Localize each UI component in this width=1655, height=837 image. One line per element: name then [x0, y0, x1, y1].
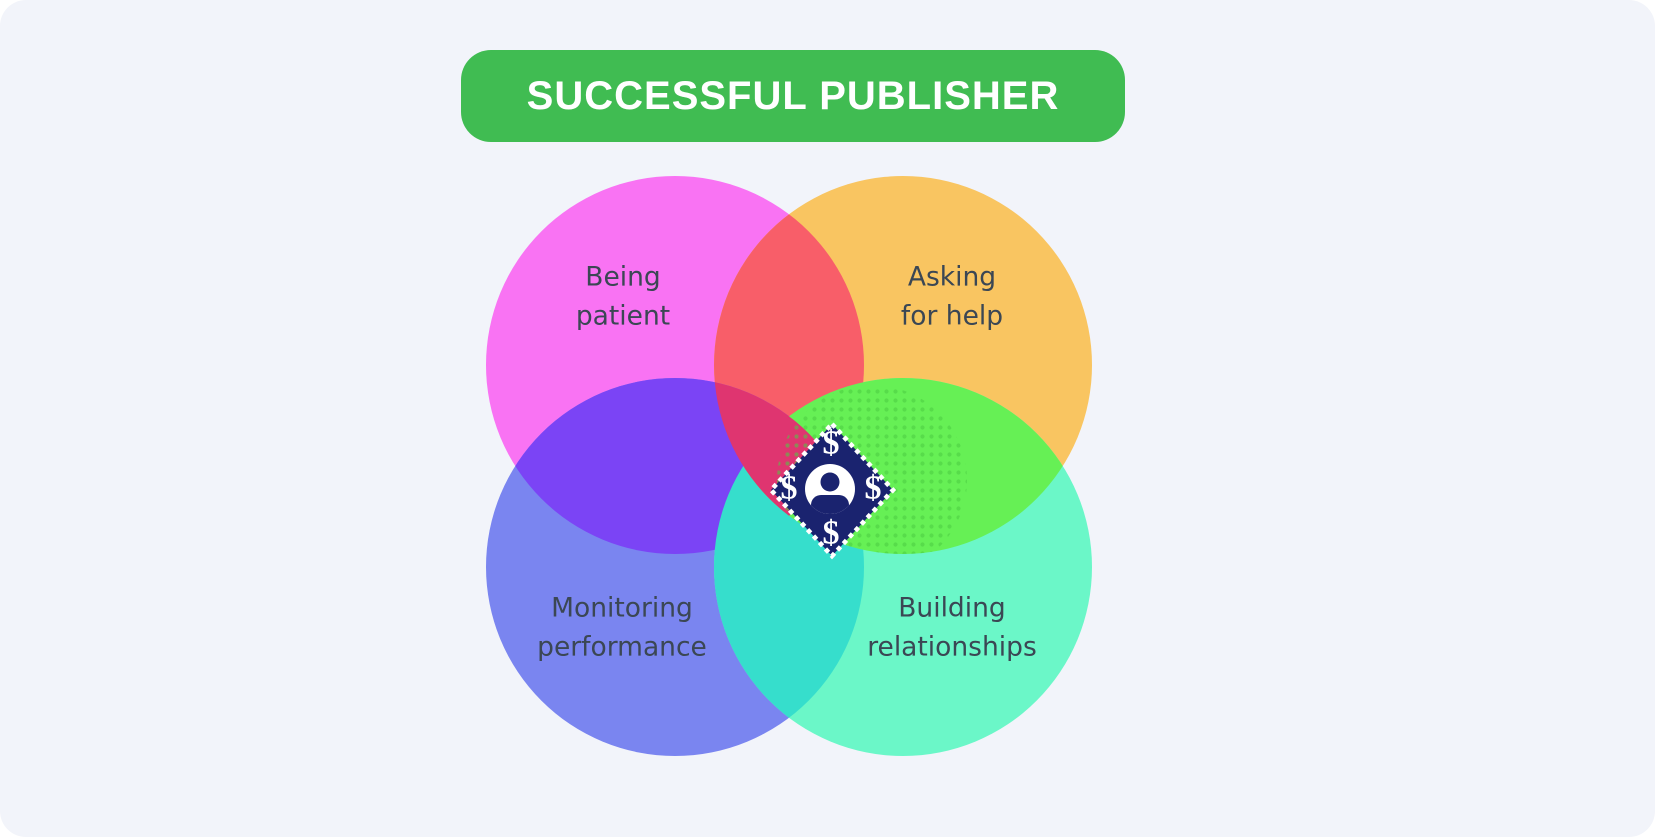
title-banner: SUCCESSFUL PUBLISHER	[461, 50, 1125, 142]
label-being-patient-line2: patient	[576, 301, 670, 332]
page-title: SUCCESSFUL PUBLISHER	[526, 73, 1060, 118]
label-monitoring-performance-line2: performance	[537, 632, 707, 663]
dollar-icon-left: $	[781, 470, 798, 507]
label-being-patient-line1: Being	[585, 262, 660, 293]
person-head	[820, 472, 840, 492]
dollar-icon-top: $	[823, 425, 840, 462]
label-asking-for-help-line1: Asking	[908, 262, 996, 293]
label-building-relationships-line2: relationships	[867, 632, 1037, 663]
label-asking-for-help-line2: for help	[901, 301, 1003, 332]
label-building-relationships-line1: Building	[898, 593, 1006, 624]
center-badge: $ $ $ $	[767, 420, 897, 560]
dollar-icon-bottom: $	[823, 515, 840, 552]
label-monitoring-performance-line1: Monitoring	[551, 593, 693, 624]
dollar-icon-right: $	[865, 470, 882, 507]
